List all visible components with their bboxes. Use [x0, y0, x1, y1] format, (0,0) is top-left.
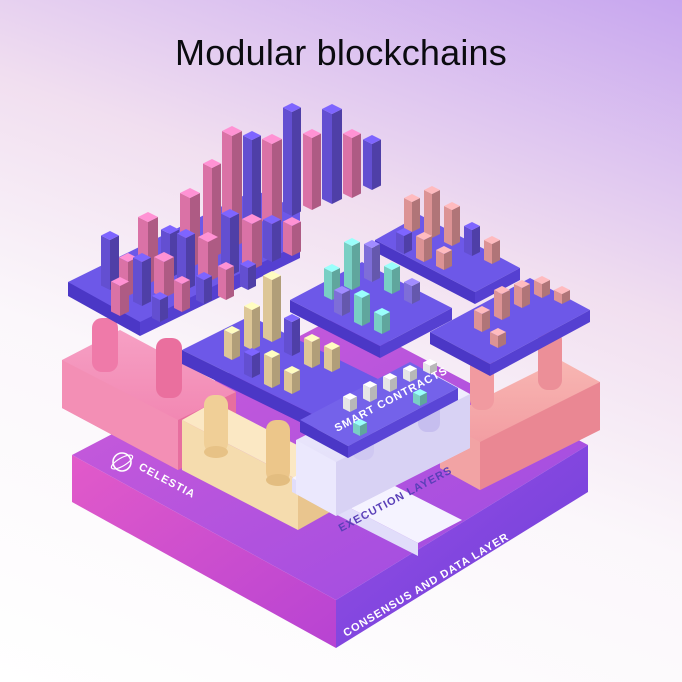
- block: [196, 272, 212, 304]
- block: [444, 202, 460, 246]
- block: [264, 350, 280, 388]
- block: [177, 229, 195, 290]
- block: [404, 278, 420, 304]
- block: [514, 280, 530, 308]
- block: [403, 365, 417, 382]
- block: [244, 348, 260, 378]
- block: [263, 215, 281, 262]
- block: [343, 129, 361, 198]
- block: [344, 238, 360, 290]
- celestia-logo-icon: [110, 452, 134, 472]
- block: [101, 231, 119, 290]
- block: [554, 286, 570, 304]
- block: [154, 252, 174, 298]
- block: [133, 253, 151, 306]
- block: [534, 276, 550, 298]
- block: [436, 246, 452, 270]
- block: [383, 373, 397, 392]
- block: [283, 217, 301, 256]
- block: [396, 228, 412, 254]
- block: [363, 135, 381, 190]
- block: [304, 334, 320, 368]
- block: [324, 264, 340, 300]
- block: [494, 286, 510, 320]
- block: [484, 236, 500, 264]
- block: [111, 277, 129, 316]
- block: [334, 286, 350, 316]
- block: [464, 222, 480, 256]
- block: [404, 194, 420, 232]
- lilac-execution-module: [292, 372, 470, 556]
- block: [423, 359, 437, 374]
- pink-pillar-left: [92, 318, 118, 372]
- block: [152, 292, 168, 322]
- block: [243, 131, 261, 236]
- block: [174, 276, 190, 312]
- base-left-face: [72, 455, 336, 648]
- block: [353, 419, 367, 436]
- block: [283, 103, 301, 216]
- plate-smart-contracts: [300, 362, 458, 446]
- block: [263, 271, 281, 342]
- cream-pillar-left: [204, 395, 228, 453]
- block: [474, 306, 490, 332]
- block: [416, 232, 432, 262]
- block: [424, 186, 440, 238]
- block: [242, 214, 262, 270]
- block: [218, 262, 234, 300]
- block: [364, 240, 380, 282]
- block: [221, 209, 239, 276]
- plate-right: [430, 278, 590, 364]
- block: [284, 366, 300, 394]
- block: [324, 342, 340, 372]
- block: [384, 262, 400, 294]
- block: [284, 314, 300, 356]
- block: [413, 389, 427, 406]
- block: [490, 328, 506, 348]
- block: [244, 302, 260, 350]
- block: [322, 104, 342, 204]
- page-title: Modular blockchains: [175, 32, 507, 73]
- block: [303, 129, 321, 210]
- block: [262, 134, 282, 226]
- block: [198, 232, 218, 282]
- cream-pillar-right: [266, 420, 290, 482]
- block-buildings: [101, 103, 570, 436]
- block: [374, 308, 390, 334]
- block: [354, 290, 370, 326]
- pink-pillar-right: [156, 338, 182, 398]
- block: [343, 393, 357, 412]
- block: [363, 381, 377, 402]
- block: [240, 260, 256, 290]
- base-right-face: [336, 445, 588, 648]
- block: [224, 326, 240, 360]
